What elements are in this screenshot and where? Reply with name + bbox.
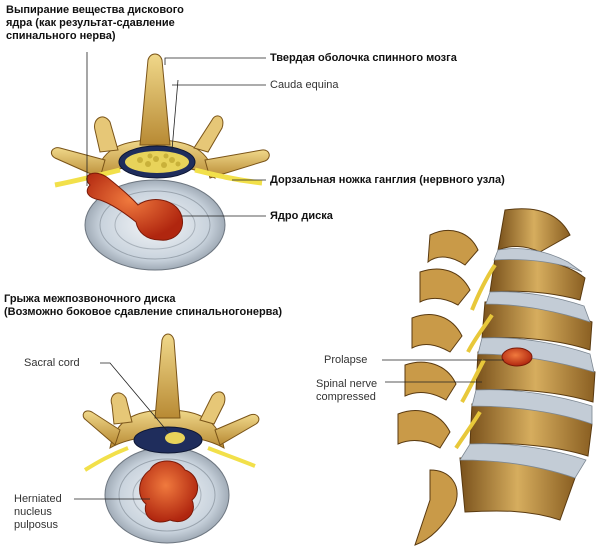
label-herniated-nucleus: Herniated nucleus pulposus <box>14 493 62 532</box>
label-spinal-nerve-line-1: Spinal nerve <box>316 378 378 390</box>
right-leader-lines <box>382 359 504 383</box>
top-caption-line-2: ядра (как результат-сдавление <box>6 17 175 29</box>
middle-caption: Грыжа межпозвоночного диска (Возможно бо… <box>4 293 282 319</box>
label-prolapse: Prolapse <box>324 354 368 366</box>
bottom-vertebra <box>82 333 260 544</box>
label-herniated-line-3: pulposus <box>14 519 59 531</box>
middle-caption-line-1: Грыжа межпозвоночного диска <box>4 293 176 305</box>
spine-side-view <box>397 208 596 546</box>
label-cauda-equina: Cauda equina <box>270 79 339 91</box>
bottom-left-leader-lines <box>74 362 169 500</box>
label-spinal-nerve: Spinal nerve compressed <box>316 378 377 404</box>
label-sacral-cord: Sacral cord <box>24 357 80 369</box>
label-dura: Твердая оболочка спинного мозга <box>270 52 457 64</box>
top-caption-line-1: Выпирание вещества дискового <box>6 4 184 16</box>
top-vertebra <box>50 53 270 271</box>
label-ganglion: Дорзальная ножка ганглия (нервного узла) <box>270 174 505 186</box>
top-caption: Выпирание вещества дискового ядра (как р… <box>6 4 184 43</box>
label-nucleus: Ядро диска <box>270 210 333 222</box>
spine-prolapse <box>501 347 533 367</box>
bottom-herniated-nucleus <box>139 460 199 523</box>
top-leader-lines <box>86 52 266 217</box>
top-herniated-nucleus <box>86 172 183 241</box>
label-spinal-nerve-line-2: compressed <box>316 391 376 403</box>
label-herniated-line-1: Herniated <box>14 493 62 505</box>
middle-caption-line-2: (Возможно боковое сдавление спинальногон… <box>4 306 283 318</box>
label-herniated-line-2: nucleus <box>14 506 52 518</box>
top-caption-line-3: спинального нерва) <box>6 30 116 42</box>
